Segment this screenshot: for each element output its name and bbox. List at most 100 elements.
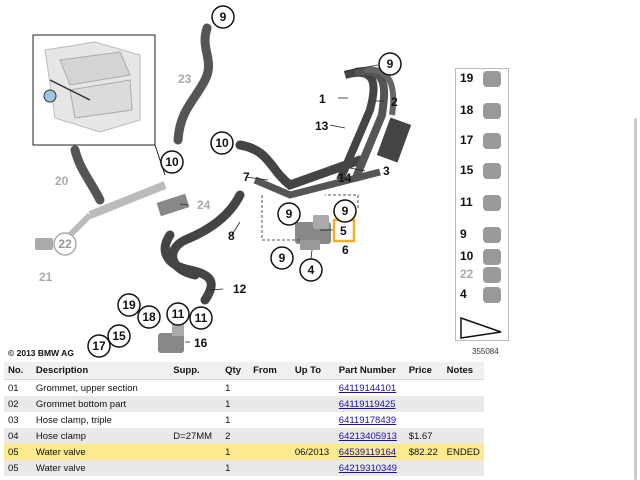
label-8[interactable]: 8	[228, 229, 235, 243]
callout-circle-15[interactable]: 15	[107, 324, 131, 348]
label-6[interactable]: 6	[342, 243, 349, 257]
strip-part-icon	[483, 249, 501, 265]
callout-circle-9[interactable]: 9	[270, 246, 294, 270]
part-number-link[interactable]: 64213405913	[338, 430, 397, 442]
callout-circle-22[interactable]: 22	[53, 232, 77, 256]
cell-no: 05	[8, 446, 19, 458]
callout-circle-19[interactable]: 19	[117, 293, 141, 317]
scrollbar[interactable]	[634, 118, 637, 480]
callout-circle-17[interactable]: 17	[87, 334, 111, 358]
col-header-description[interactable]: Description	[31, 362, 170, 380]
cell-part-number: 64219310349	[335, 460, 405, 476]
strip-part-icon	[483, 267, 501, 283]
svg-text:9: 9	[286, 207, 293, 221]
col-header-up-to[interactable]: Up To	[290, 362, 335, 380]
callout-circle-10[interactable]: 10	[210, 131, 234, 155]
label-21[interactable]: 21	[39, 270, 53, 284]
svg-text:19: 19	[122, 298, 136, 312]
parts-diagram: 9 9 10 10 9 9 9 4 22 19 18 11 11 15 17 1…	[8, 5, 499, 358]
strip-item-22[interactable]: 22	[460, 267, 501, 283]
label-24[interactable]: 24	[197, 198, 211, 212]
strip-number: 9	[460, 227, 467, 241]
part-number-link[interactable]: 64119119425	[338, 398, 396, 410]
cell-up-to	[291, 380, 335, 397]
cell-up-to	[291, 412, 335, 428]
callout-circle-10[interactable]: 10	[160, 150, 184, 174]
col-header-qty[interactable]: Qty	[221, 362, 250, 380]
label-5[interactable]: 5	[340, 224, 347, 238]
cell-supp	[169, 412, 221, 428]
cell-price: $1.67	[408, 430, 433, 442]
cell-from	[249, 380, 291, 397]
parts-table: No. Description Supp. Qty From Up To Par…	[4, 362, 484, 476]
strip-item-18[interactable]: 18	[460, 103, 501, 119]
callout-circle-18[interactable]: 18	[137, 305, 161, 329]
part-number-link[interactable]: 64119144101	[338, 382, 397, 394]
cell-part-number: 64119119425	[335, 396, 405, 412]
hose-12	[160, 230, 216, 305]
label-14[interactable]: 14	[338, 171, 352, 185]
callout-circle-11[interactable]: 11	[189, 306, 213, 330]
label-7[interactable]: 7	[243, 170, 250, 184]
callout-circle-9[interactable]: 9	[333, 199, 357, 223]
part-number-link[interactable]: 64539119164	[338, 446, 397, 458]
cell-up-to: 06/2013	[294, 446, 330, 458]
svg-text:11: 11	[172, 307, 185, 321]
cell-supp	[169, 380, 221, 397]
callout-circle-4[interactable]: 4	[299, 258, 323, 282]
strip-part-icon	[483, 163, 501, 179]
part-number-link[interactable]: 64119178439	[338, 414, 397, 426]
callout-circle-9[interactable]: 9	[211, 5, 235, 29]
cell-qty: 1	[225, 446, 231, 458]
label-12[interactable]: 12	[233, 282, 247, 296]
strip-number: 15	[460, 163, 474, 177]
callout-circle-9[interactable]: 9	[277, 202, 301, 226]
strip-item-11[interactable]: 11	[460, 195, 501, 211]
cell-supp	[169, 460, 221, 476]
cell-from	[249, 460, 291, 476]
label-23[interactable]: 23	[178, 72, 192, 86]
col-header-no[interactable]: No.	[4, 362, 32, 380]
svg-text:22: 22	[58, 237, 72, 251]
label-2[interactable]: 2	[391, 95, 398, 109]
svg-text:9: 9	[220, 10, 227, 24]
strip-item-9[interactable]: 9	[460, 227, 501, 243]
col-header-price[interactable]: Price	[404, 362, 443, 380]
cell-notes: ENDED	[446, 446, 480, 458]
strip-number: 19	[460, 71, 474, 85]
strip-part-icon	[483, 227, 501, 243]
label-16[interactable]: 16	[194, 336, 208, 350]
strip-item-19[interactable]: 19	[460, 71, 501, 87]
cell-notes	[443, 412, 484, 428]
col-header-part-number[interactable]: Part Number	[334, 362, 405, 380]
cell-up-to	[291, 428, 335, 444]
label-13[interactable]: 13	[315, 119, 329, 133]
part-number-link[interactable]: 64219310349	[338, 462, 397, 474]
label-1[interactable]: 1	[319, 92, 326, 106]
label-3[interactable]: 3	[383, 164, 390, 178]
pipe-24	[88, 181, 167, 219]
svg-text:10: 10	[215, 136, 229, 150]
strip-item-15[interactable]: 15	[460, 163, 501, 179]
strip-item-10[interactable]: 10	[460, 249, 501, 265]
callout-circle-9[interactable]: 9	[378, 52, 402, 76]
cell-price	[405, 460, 443, 476]
cell-qty: 1	[225, 382, 231, 394]
cell-no: 01	[8, 382, 19, 394]
cell-from	[249, 428, 291, 444]
callout-circle-11[interactable]: 11	[166, 302, 190, 326]
strip-number: 10	[460, 249, 474, 263]
cell-up-to	[291, 396, 335, 412]
strip-item-4[interactable]: 4	[460, 287, 501, 303]
col-header-supp[interactable]: Supp.	[169, 362, 222, 380]
col-header-from[interactable]: From	[249, 362, 291, 380]
col-header-notes[interactable]: Notes	[442, 362, 484, 380]
strip-item-17[interactable]: 17	[460, 133, 501, 149]
label-20[interactable]: 20	[55, 174, 69, 188]
